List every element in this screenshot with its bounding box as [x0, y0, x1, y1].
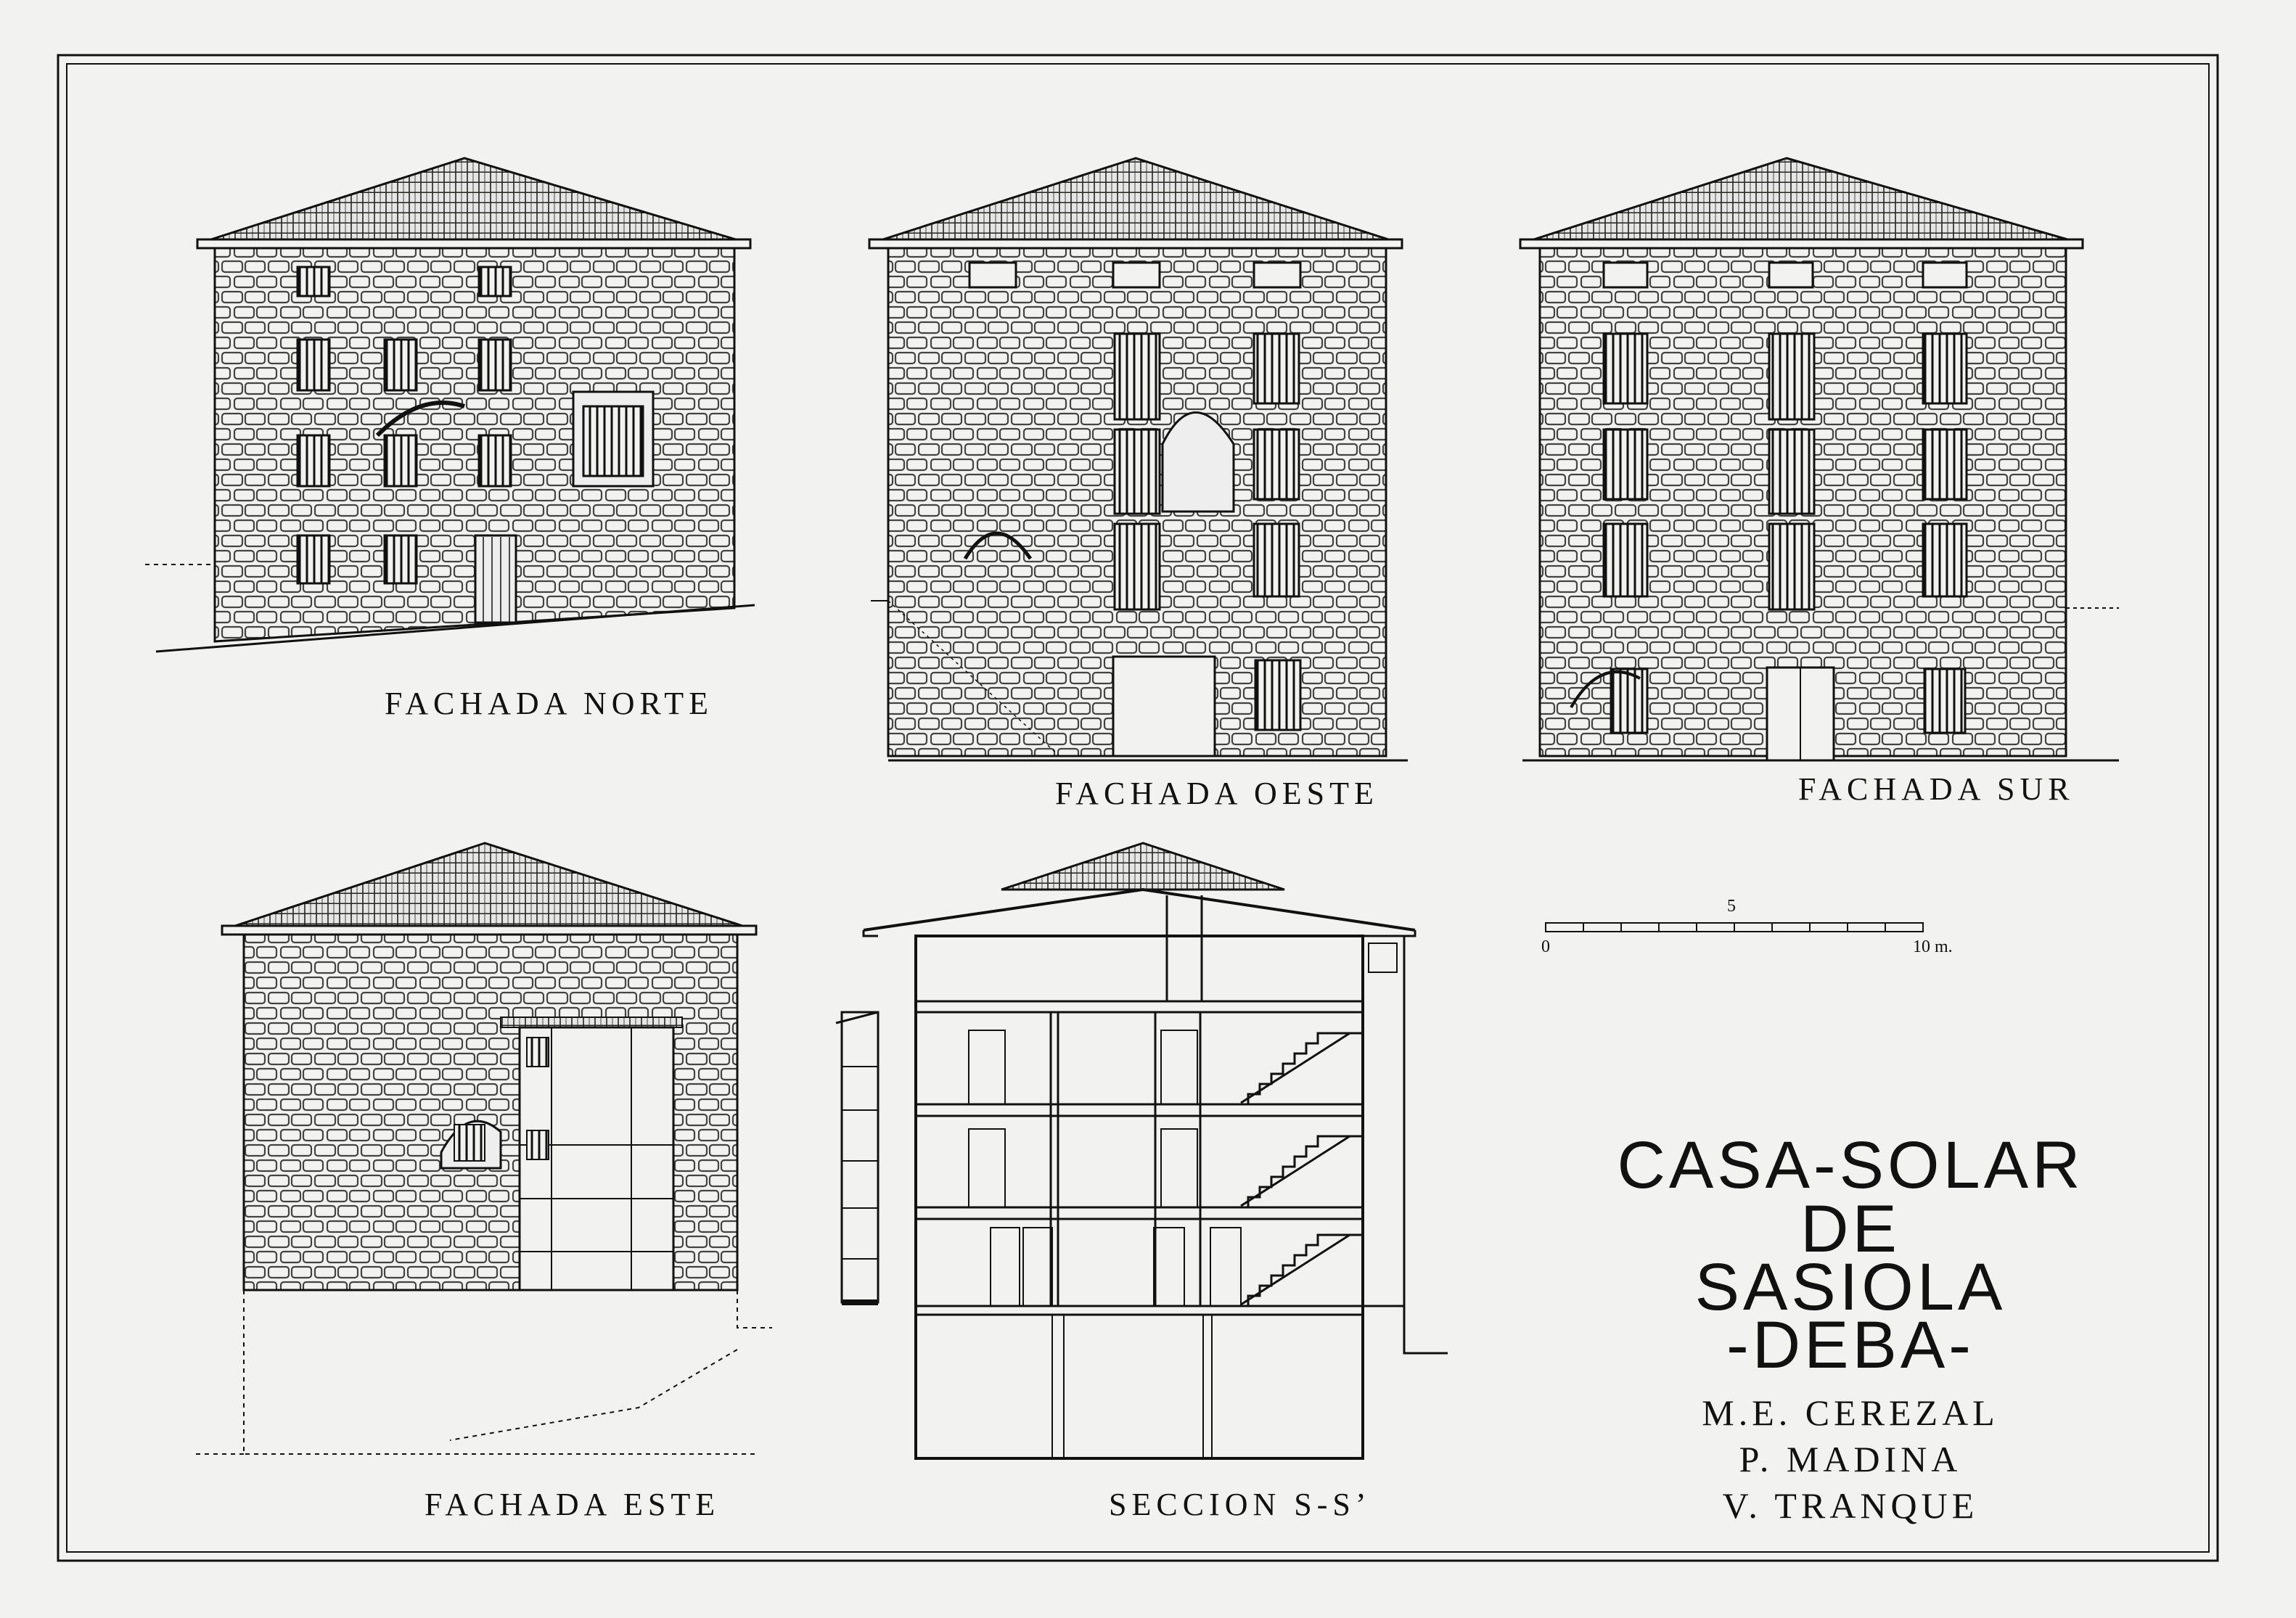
- title-line-1: CASA-SOLAR: [1617, 1128, 2084, 1202]
- scale-bar: [1545, 922, 1924, 932]
- scale-label-mid: 5: [1727, 897, 1736, 916]
- sheet-inner-border: [66, 63, 2210, 1553]
- north-wall: [213, 247, 736, 643]
- north-facade-drawing: [145, 157, 755, 653]
- label-fachada-norte: FACHADA NORTE: [385, 686, 714, 721]
- scale-label-end: 10 m.: [1913, 937, 1953, 956]
- title-line-3: SASIOLA: [1694, 1250, 2006, 1324]
- label-seccion: SECCION S-S’: [1109, 1487, 1372, 1522]
- south-roof: [1520, 157, 2083, 245]
- east-facade-drawing: [196, 842, 772, 1455]
- sheet-outer-border: [57, 54, 2219, 1562]
- author-1: M.E. CEREZAL: [1702, 1392, 1999, 1433]
- label-fachada-oeste: FACHADA OESTE: [1055, 776, 1379, 811]
- title-line-2: DE: [1800, 1192, 1901, 1266]
- author-2: P. MADINA: [1739, 1439, 1962, 1479]
- south-facade-drawing: [1519, 157, 2119, 762]
- west-roof: [869, 157, 1403, 245]
- title-line-4: -DEBA-: [1726, 1308, 1975, 1382]
- east-roof: [221, 842, 757, 932]
- label-fachada-sur: FACHADA SUR: [1798, 771, 2075, 807]
- north-roof: [197, 157, 751, 245]
- section-drawing: [835, 842, 1448, 1460]
- label-fachada-este: FACHADA ESTE: [425, 1487, 721, 1522]
- west-facade-drawing: [868, 157, 1408, 762]
- author-3: V. TRANQUE: [1722, 1485, 1979, 1526]
- scale-label-zero: 0: [1541, 937, 1550, 956]
